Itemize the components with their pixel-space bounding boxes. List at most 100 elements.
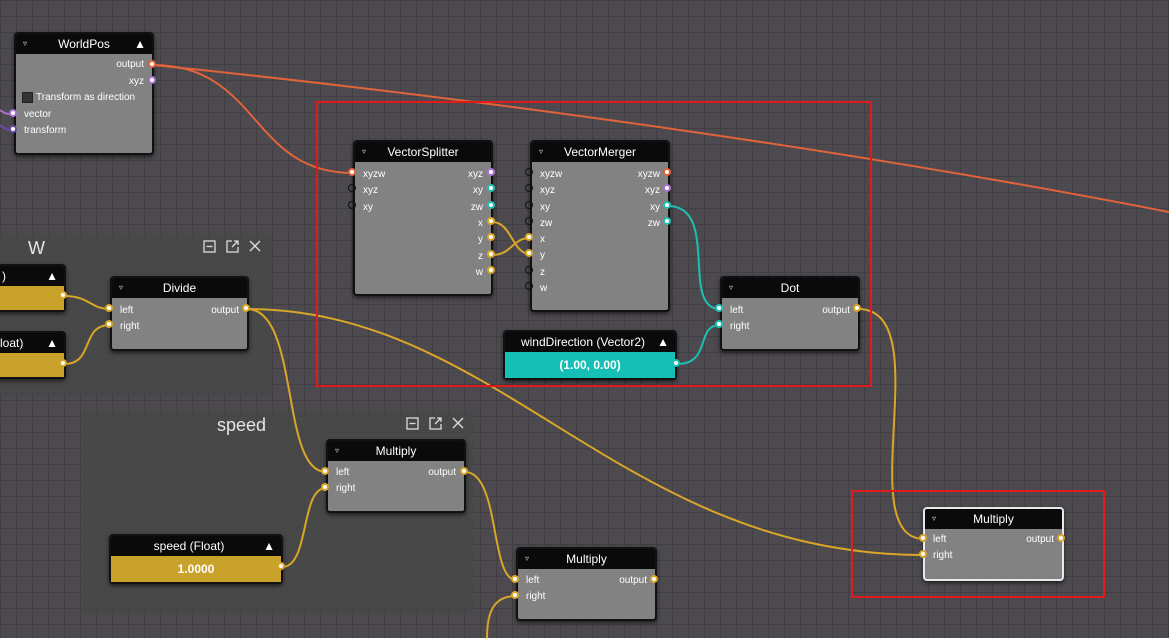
port-speed-output[interactable] [277, 562, 285, 570]
node-header[interactable]: ▿ Multiply [925, 509, 1062, 529]
port-splitter-out-w[interactable] [487, 266, 495, 274]
port-multiply-speed-output[interactable] [460, 467, 468, 475]
port-splitter-out-z[interactable] [487, 250, 495, 258]
collapse-icon[interactable]: ▿ [729, 283, 734, 292]
port-splitter-out-zw[interactable] [487, 201, 495, 209]
node-divide[interactable]: ▿ Divide left right output [110, 276, 249, 351]
value-box[interactable] [0, 353, 64, 377]
port-label-right: right [120, 321, 140, 332]
port-label-out-zw: zw [647, 218, 660, 229]
port-multiply-bottom-output[interactable] [650, 575, 658, 583]
minimize-icon[interactable] [406, 417, 420, 431]
node-worldpos[interactable]: ▿ WorldPos ▲ output xyz Transform as dir… [14, 32, 154, 155]
node-vector-merger[interactable]: ▿ VectorMerger xyzw xyz xy zw x y z w xy… [530, 140, 670, 312]
port-divide-left[interactable] [105, 304, 113, 312]
port-divide-output[interactable] [242, 304, 250, 312]
port-splitter-out-x[interactable] [487, 217, 495, 225]
port-multiply-selected-output[interactable] [1057, 534, 1065, 542]
group-header[interactable]: W [0, 234, 271, 264]
port-merger-y[interactable] [525, 249, 533, 257]
port-worldpos-vector[interactable] [9, 109, 17, 117]
port-dot-left[interactable] [715, 304, 723, 312]
port-label-x: x [540, 234, 545, 245]
wind-direction-value[interactable]: (1.00, 0.00) [505, 352, 675, 378]
node-header[interactable]: ▿ VectorMerger [532, 142, 668, 162]
port-multiply-selected-left[interactable] [919, 534, 927, 542]
port-merger-out-xyz[interactable] [663, 184, 671, 192]
collapse-icon[interactable]: ▿ [525, 554, 530, 563]
collapse-icon[interactable]: ▿ [539, 147, 544, 156]
port-splitter-out-xy[interactable] [487, 184, 495, 192]
wire-winddirection-to-dot-right [676, 324, 721, 365]
port-multiply-selected-right[interactable] [919, 550, 927, 558]
port-splitter-out-y[interactable] [487, 233, 495, 241]
port-w-bottom-output[interactable] [59, 359, 67, 367]
port-worldpos-xyz[interactable] [148, 76, 156, 84]
collapse-icon[interactable]: ▿ [932, 514, 937, 523]
node-header[interactable]: windDirection (Vector2) ▲ [505, 332, 675, 352]
node-multiply-selected[interactable]: ▿ Multiply left right output [923, 507, 1064, 581]
node-header[interactable]: loat) ▲ [0, 333, 64, 353]
port-merger-xy[interactable] [525, 201, 533, 209]
port-label-xyz: xyz [540, 185, 555, 196]
port-splitter-out-xyz[interactable] [487, 168, 495, 176]
port-merger-out-xy[interactable] [663, 201, 671, 209]
port-multiply-bottom-right[interactable] [511, 591, 519, 599]
collapse-icon[interactable]: ▿ [335, 446, 340, 455]
port-w-top-output[interactable] [59, 291, 67, 299]
node-header[interactable]: ▿ VectorSplitter [355, 142, 491, 162]
node-vector-splitter[interactable]: ▿ VectorSplitter xyzw xyz xy xyz xy zw x… [353, 140, 493, 296]
port-merger-x[interactable] [525, 233, 533, 241]
port-label-out-xyz: xyz [645, 185, 660, 196]
node-dot[interactable]: ▿ Dot left right output [720, 276, 860, 351]
port-splitter-xyzw[interactable] [348, 168, 356, 176]
value-box[interactable] [0, 286, 64, 310]
node-wind-direction[interactable]: windDirection (Vector2) ▲ (1.00, 0.00) [503, 330, 677, 380]
node-header[interactable]: ▿ WorldPos ▲ [16, 34, 152, 54]
port-label-out-w: w [475, 267, 483, 278]
collapse-icon[interactable]: ▿ [23, 39, 28, 48]
port-multiply-bottom-left[interactable] [511, 575, 519, 583]
node-header[interactable]: ▿ Dot [722, 278, 858, 298]
node-header[interactable]: ▿ Divide [112, 278, 247, 298]
close-icon[interactable] [452, 417, 466, 431]
port-multiply-speed-right[interactable] [321, 483, 329, 491]
collapse-icon[interactable]: ▿ [362, 147, 367, 156]
port-merger-xyzw[interactable] [525, 168, 533, 176]
port-merger-out-xyzw[interactable] [663, 168, 671, 176]
node-speed-float[interactable]: speed (Float) ▲ 1.0000 [109, 534, 283, 584]
warning-icon: ▲ [46, 269, 58, 283]
port-worldpos-transform[interactable] [9, 125, 17, 133]
port-merger-zw[interactable] [525, 217, 533, 225]
node-w-top-parameter[interactable]: ) ▲ [0, 264, 66, 312]
node-w-bottom-parameter[interactable]: loat) ▲ [0, 331, 66, 379]
popout-icon[interactable] [226, 240, 240, 254]
port-splitter-xy[interactable] [348, 201, 356, 209]
node-multiply-speed[interactable]: ▿ Multiply left right output [326, 439, 466, 513]
group-header[interactable]: speed [82, 411, 474, 441]
node-header[interactable]: ▿ Multiply [328, 441, 464, 461]
popout-icon[interactable] [429, 417, 443, 431]
port-worldpos-output[interactable] [148, 60, 156, 68]
port-dot-output[interactable] [853, 304, 861, 312]
port-divide-right[interactable] [105, 320, 113, 328]
group-title: W [28, 238, 45, 258]
node-header[interactable]: ▿ Multiply [518, 549, 655, 569]
minimize-icon[interactable] [203, 240, 217, 254]
port-merger-out-zw[interactable] [663, 217, 671, 225]
node-multiply-bottom[interactable]: ▿ Multiply left right output [516, 547, 657, 621]
port-multiply-speed-left[interactable] [321, 467, 329, 475]
port-merger-w[interactable] [525, 282, 533, 290]
node-header[interactable]: speed (Float) ▲ [111, 536, 281, 556]
port-dot-right[interactable] [715, 320, 723, 328]
checkbox[interactable] [22, 92, 33, 103]
collapse-icon[interactable]: ▿ [119, 283, 124, 292]
port-merger-xyz[interactable] [525, 184, 533, 192]
close-icon[interactable] [249, 240, 263, 254]
port-merger-z[interactable] [525, 266, 533, 274]
speed-value[interactable]: 1.0000 [111, 556, 281, 582]
port-wind-direction-output[interactable] [672, 359, 680, 367]
transform-as-direction-toggle[interactable]: Transform as direction [22, 92, 135, 103]
port-splitter-xyz[interactable] [348, 184, 356, 192]
node-header[interactable]: ) ▲ [0, 266, 64, 286]
